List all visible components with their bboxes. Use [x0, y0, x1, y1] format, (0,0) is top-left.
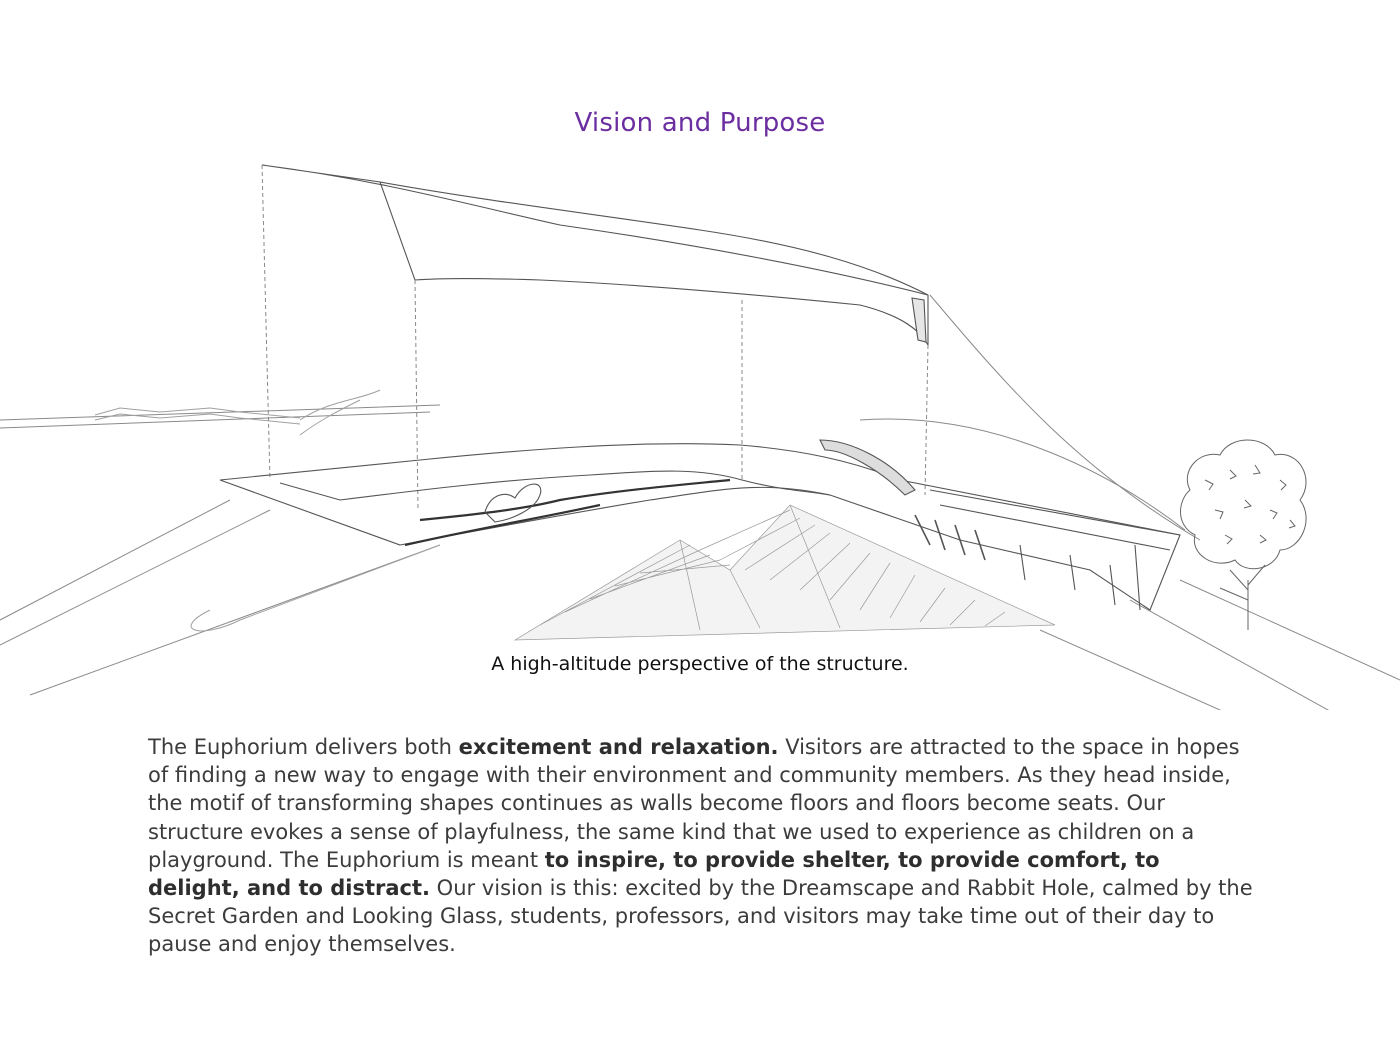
- tree-illustration: [1180, 439, 1307, 630]
- stair-step: [914, 514, 986, 561]
- roof-canopy-edge: [379, 181, 929, 296]
- paragraph-text: Our vision is this: excited by the Dream…: [148, 876, 1253, 957]
- site-path: [94, 407, 301, 419]
- paragraph-text: The Euphorium delivers both: [148, 735, 459, 759]
- floor-slab-ribbon: [404, 503, 601, 547]
- stair-step: [819, 439, 916, 496]
- paragraph-emphasis: to inspire, to provide shelter, to provi…: [148, 847, 1160, 901]
- roof-canopy: [261, 164, 929, 346]
- paragraph-emphasis: excitement and relaxation.: [458, 735, 779, 759]
- ground-line: [0, 404, 441, 696]
- ground-line: [1039, 579, 1400, 710]
- site-path: [94, 413, 301, 425]
- floor-slab: [219, 443, 1181, 611]
- floor-slab-ribbon: [419, 478, 731, 522]
- floor-slab-inner: [279, 470, 831, 501]
- vision-paragraph: The Euphorium delivers both excitement a…: [148, 733, 1258, 959]
- pyramid-mesh: [513, 504, 1056, 641]
- support-column: [414, 279, 419, 511]
- support-column: [924, 344, 929, 496]
- deck: [929, 489, 1181, 551]
- figure-caption: A high-altitude perspective of the struc…: [491, 653, 909, 675]
- site-path: [299, 389, 381, 436]
- roof-fold: [911, 297, 927, 343]
- support-column: [261, 164, 271, 481]
- paragraph-text: Visitors are attracted to the space in h…: [148, 735, 1240, 872]
- floor-cutout: [484, 483, 542, 523]
- slab-leg: [1019, 544, 1141, 611]
- site-path: [190, 544, 441, 632]
- roof-sweep: [859, 418, 1186, 531]
- structure-perspective-drawing: [0, 150, 1400, 710]
- roof-sweep: [929, 294, 1201, 541]
- page-title: Vision and Purpose: [574, 108, 826, 138]
